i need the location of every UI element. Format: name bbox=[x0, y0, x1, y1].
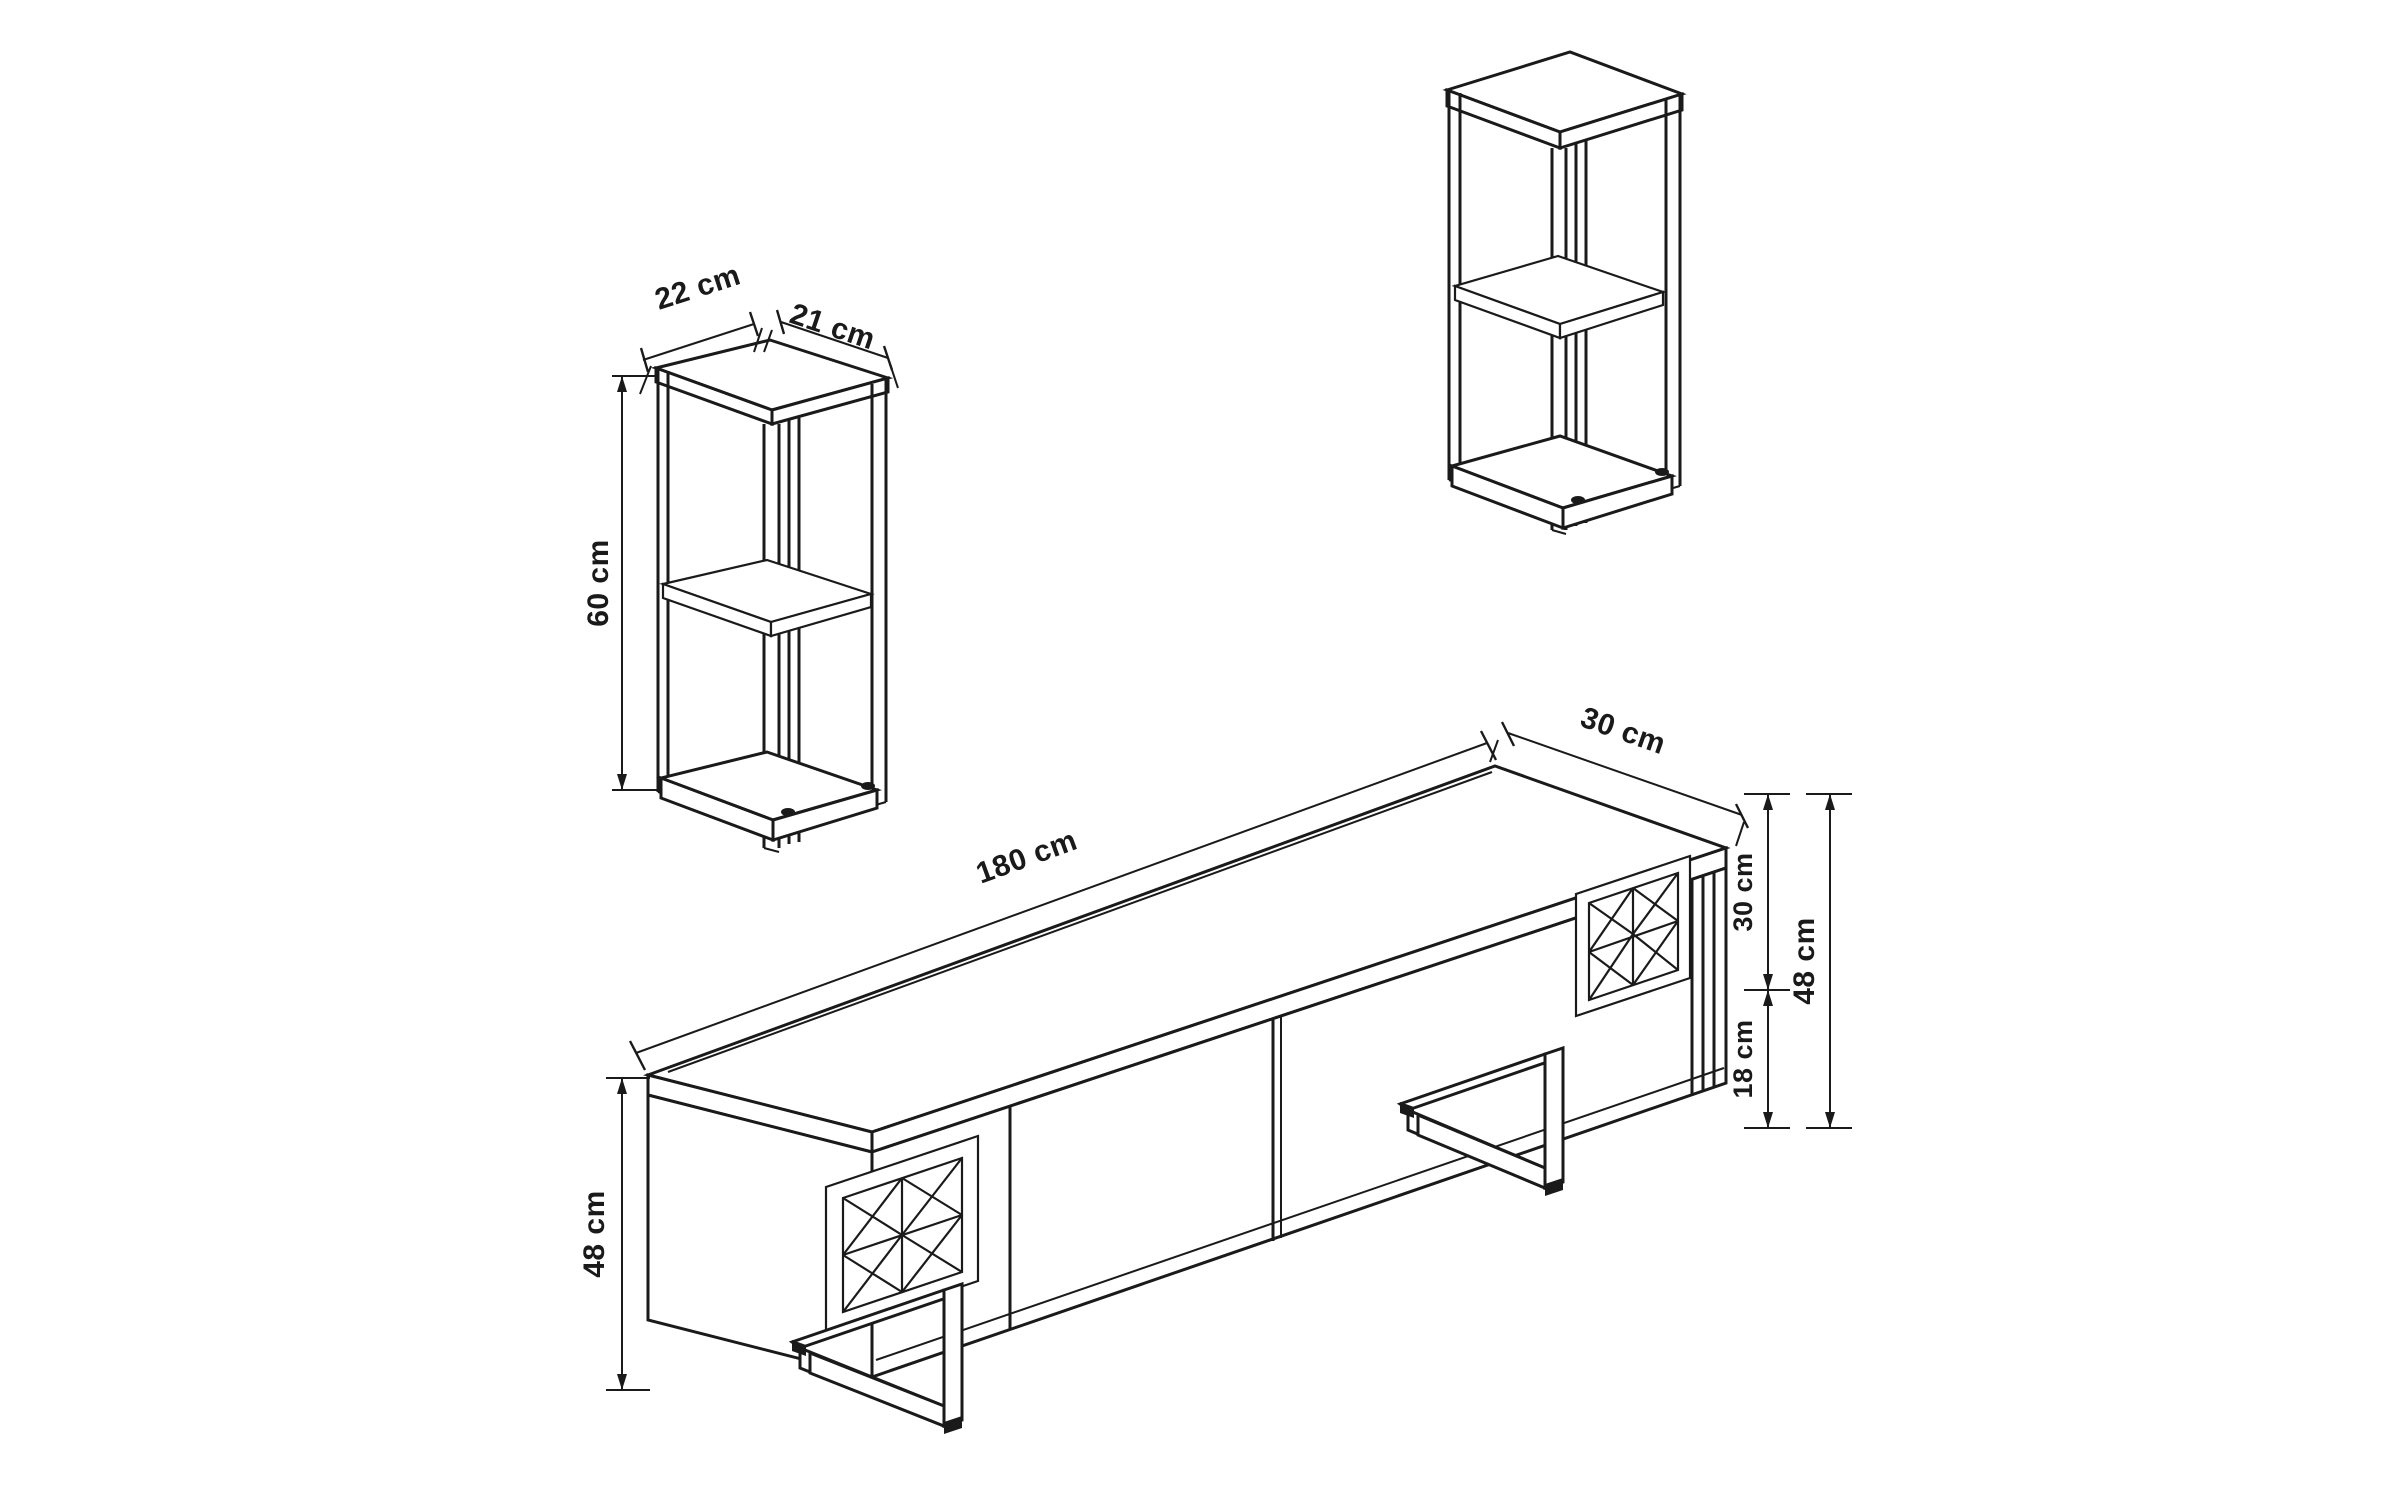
dim-label-stand-height-left: 48 cm bbox=[578, 1190, 611, 1278]
tv-stand-right-posts bbox=[1690, 872, 1716, 1096]
shelf-right-middle-shelf bbox=[1451, 254, 1667, 340]
dimension-stand-height-left: 48 cm bbox=[578, 1077, 650, 1391]
tv-stand-left-sled-leg bbox=[788, 1281, 964, 1434]
shelf-right-bottom-shelf bbox=[1447, 434, 1677, 531]
tv-stand-top-surface bbox=[642, 764, 1731, 1155]
shelf-unit-left: 22 cm 21 cm 60 cm bbox=[582, 258, 899, 853]
shelf-right-foot-right bbox=[1655, 468, 1669, 476]
shelf-right-foot-front bbox=[1571, 496, 1585, 504]
dim-label-stand-body-height: 30 cm bbox=[1728, 852, 1758, 931]
dimension-shelf-height: 60 cm bbox=[582, 375, 662, 791]
shelf-left-foot-front bbox=[781, 808, 795, 816]
shelf-right-top-board bbox=[1442, 50, 1687, 151]
dimension-stand-leg-height: 18 cm bbox=[1728, 990, 1790, 1129]
tv-stand: 180 cm 30 cm 48 cm 30 cm bbox=[578, 701, 1852, 1434]
shelf-left-middle-shelf bbox=[659, 558, 875, 638]
dim-label-stand-height-total: 48 cm bbox=[1788, 917, 1821, 1005]
shelf-left-top-board bbox=[650, 338, 894, 427]
shelf-left-bottom-shelf bbox=[655, 750, 882, 843]
dimension-stand-body-height: 30 cm bbox=[1728, 793, 1790, 991]
dimension-stand-height-total: 48 cm bbox=[1788, 793, 1852, 1129]
decorative-panel-left bbox=[824, 1134, 980, 1334]
tv-stand-door-dividers bbox=[1008, 1015, 1282, 1330]
decorative-panel-right bbox=[1574, 854, 1692, 1018]
dim-label-stand-leg-height: 18 cm bbox=[1728, 1019, 1758, 1098]
dim-label-shelf-height: 60 cm bbox=[582, 539, 615, 627]
shelf-left-foot-right bbox=[861, 782, 875, 790]
tv-stand-front-bottom-rail bbox=[875, 1067, 1725, 1361]
tv-stand-right-sled-leg bbox=[1396, 1045, 1565, 1196]
shelf-unit-right bbox=[1442, 50, 1687, 535]
